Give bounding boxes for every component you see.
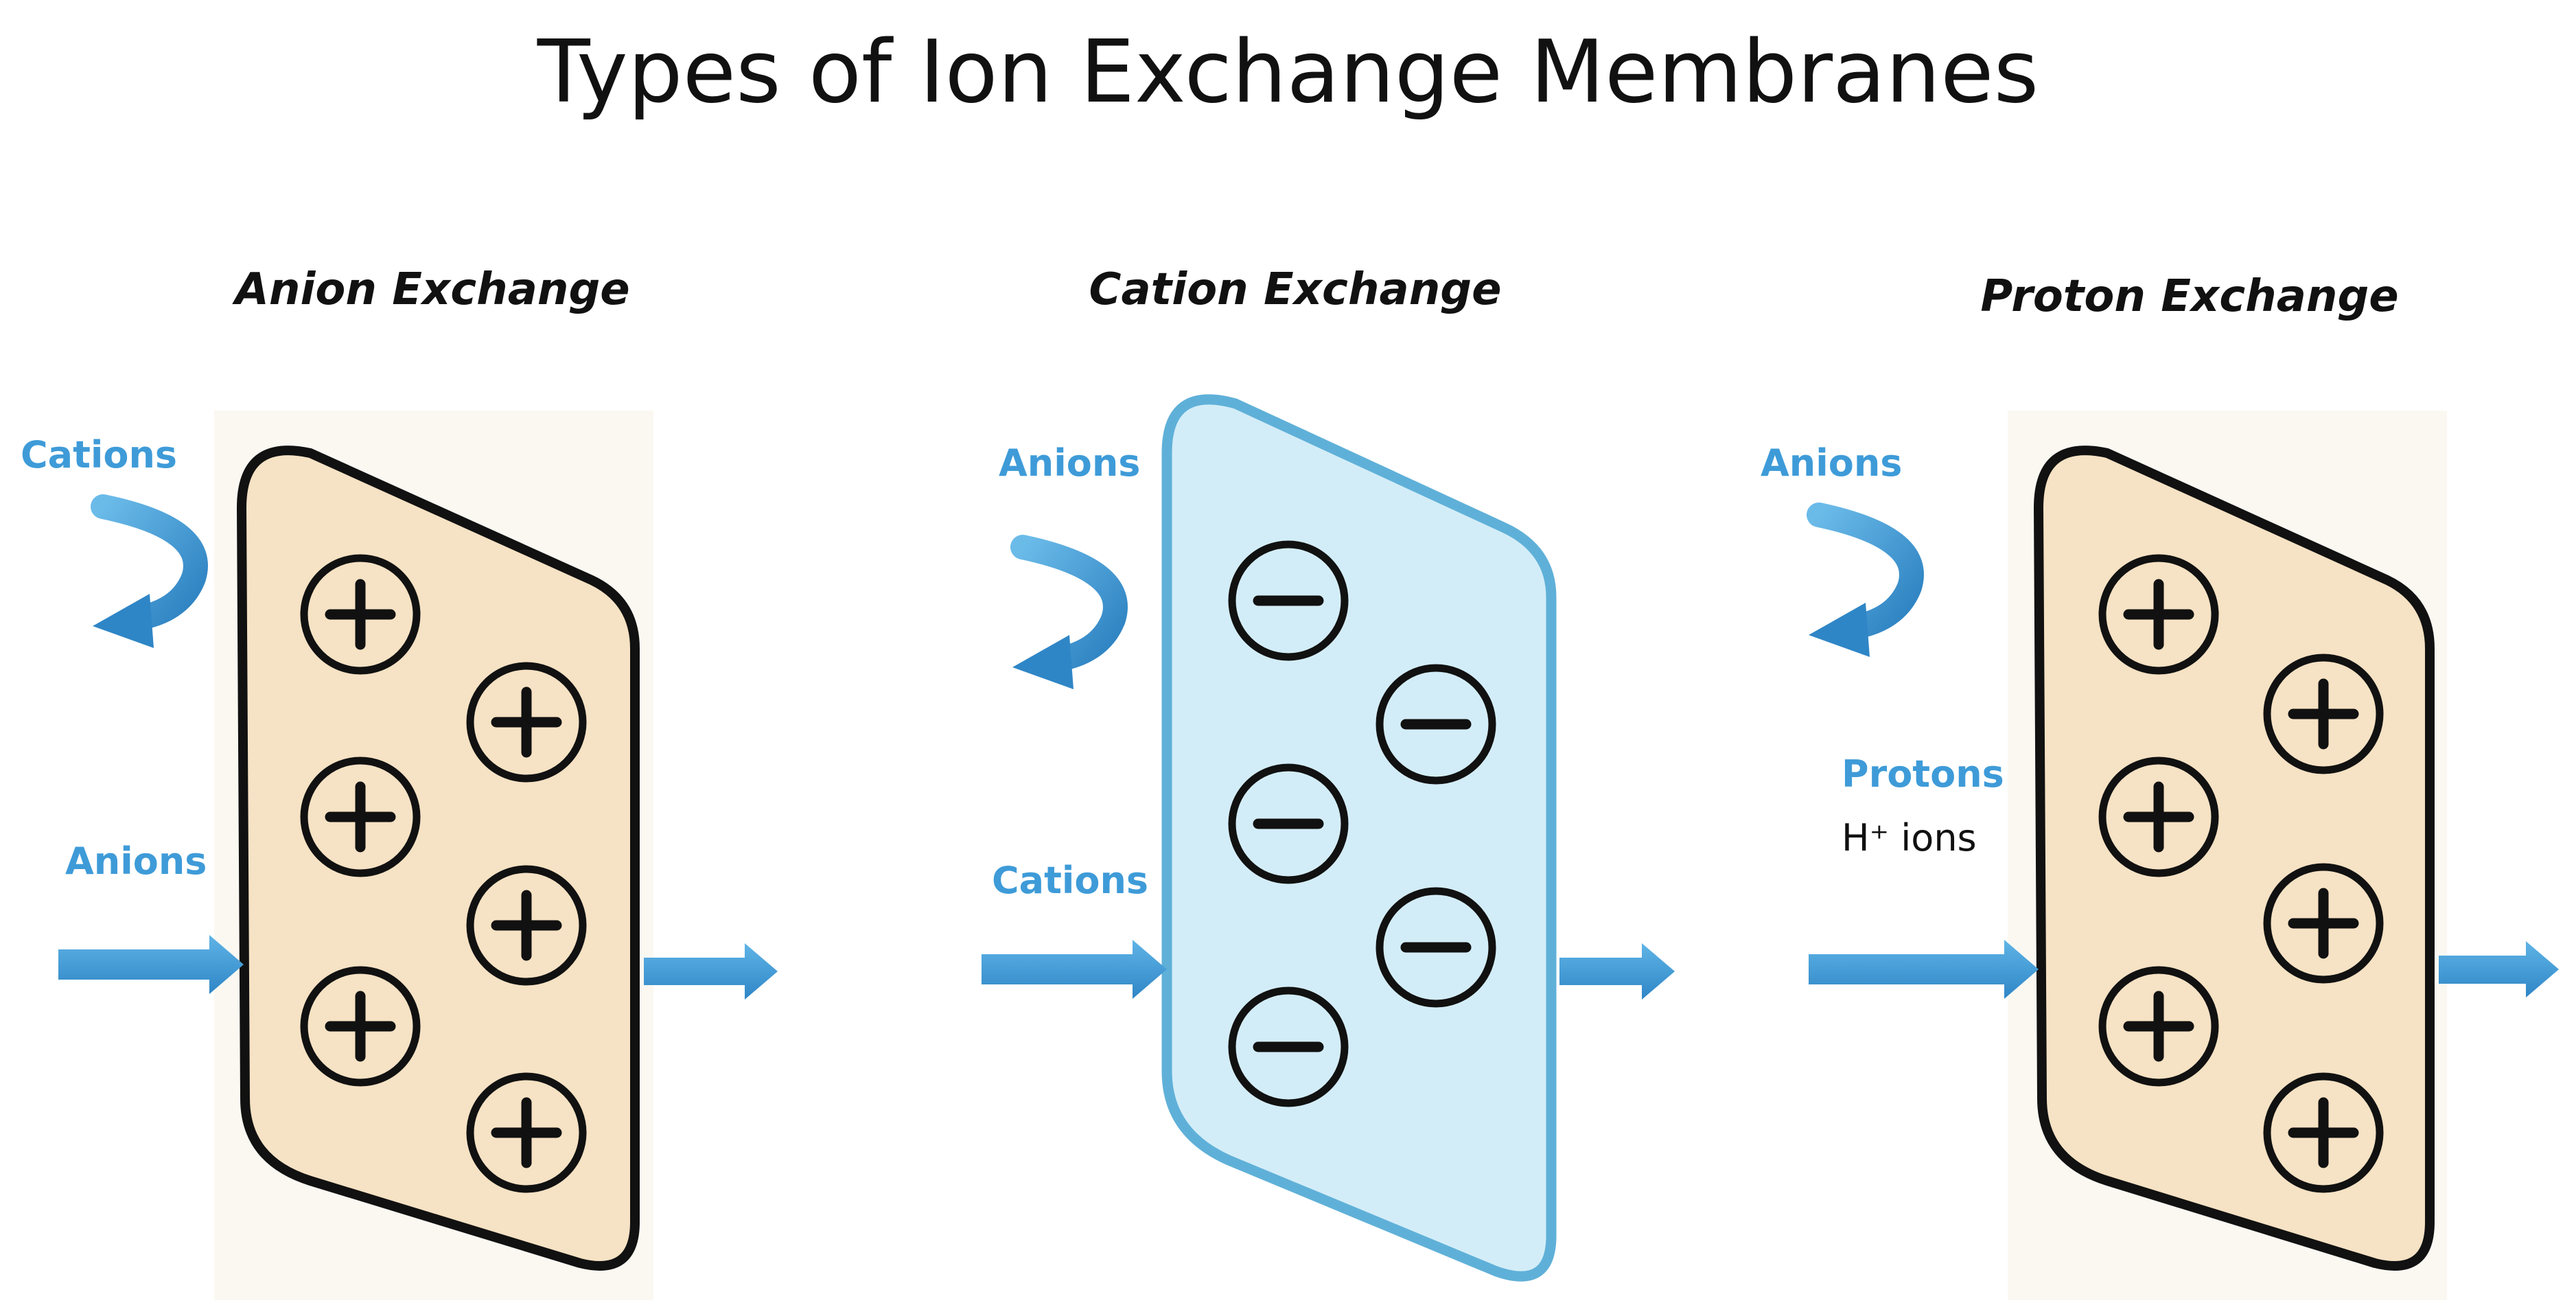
membrane-proton-exchange <box>2034 446 2435 1271</box>
minus-charge-icon <box>1228 540 1349 661</box>
straight-arrow-icon <box>58 935 244 994</box>
straight-arrow-icon <box>1559 943 1675 1000</box>
minus-charge-icon <box>1376 664 1496 785</box>
plus-charge-icon <box>466 1072 587 1193</box>
plus-charge-icon <box>466 662 587 783</box>
plus-charge-icon <box>2263 1072 2384 1193</box>
plus-charge-icon <box>2263 654 2384 774</box>
plus-charge-icon <box>300 554 421 675</box>
bouncing-arrow-icon <box>91 494 208 648</box>
diagram-title: Types of Ion Exchange Membranes <box>537 21 2039 122</box>
cation-exchange-panel <box>982 394 1675 1282</box>
straight-arrow-icon <box>1809 940 2039 999</box>
label-protons-passing: Protons <box>1842 752 2004 796</box>
label-anions-passing: Anions <box>65 840 207 883</box>
plus-charge-icon <box>300 966 421 1087</box>
membrane-anion-exchange <box>237 446 640 1271</box>
plus-charge-icon <box>2098 966 2219 1087</box>
label-h-ions: H⁺ ions <box>1842 816 1977 859</box>
heading-anion-exchange: Anion Exchange <box>235 264 630 315</box>
label-cations-passing: Cations <box>992 859 1149 902</box>
proton-exchange-panel <box>1807 411 2559 1300</box>
straight-arrow-icon <box>2439 941 2559 997</box>
heading-cation-exchange: Cation Exchange <box>1089 264 1502 315</box>
straight-arrow-icon <box>644 943 778 1000</box>
anion-exchange-panel <box>58 411 778 1300</box>
heading-proton-exchange: Proton Exchange <box>1980 271 2399 322</box>
label-anions-rejected: Anions <box>1761 441 1903 485</box>
plus-charge-icon <box>2263 863 2384 984</box>
label-cations-rejected: Cations <box>21 433 178 476</box>
minus-charge-icon <box>1228 986 1349 1107</box>
label-anions-rejected: Anions <box>999 441 1141 485</box>
bouncing-arrow-icon <box>1010 535 1128 689</box>
plus-charge-icon <box>300 757 421 877</box>
minus-charge-icon <box>1376 887 1496 1008</box>
plus-charge-icon <box>2098 554 2219 675</box>
membrane-cation-exchange <box>1161 394 1557 1282</box>
bouncing-arrow-icon <box>1807 503 1924 657</box>
minus-charge-icon <box>1228 763 1349 884</box>
plus-charge-icon <box>466 865 587 986</box>
straight-arrow-icon <box>982 940 1167 999</box>
plus-charge-icon <box>2098 757 2219 877</box>
